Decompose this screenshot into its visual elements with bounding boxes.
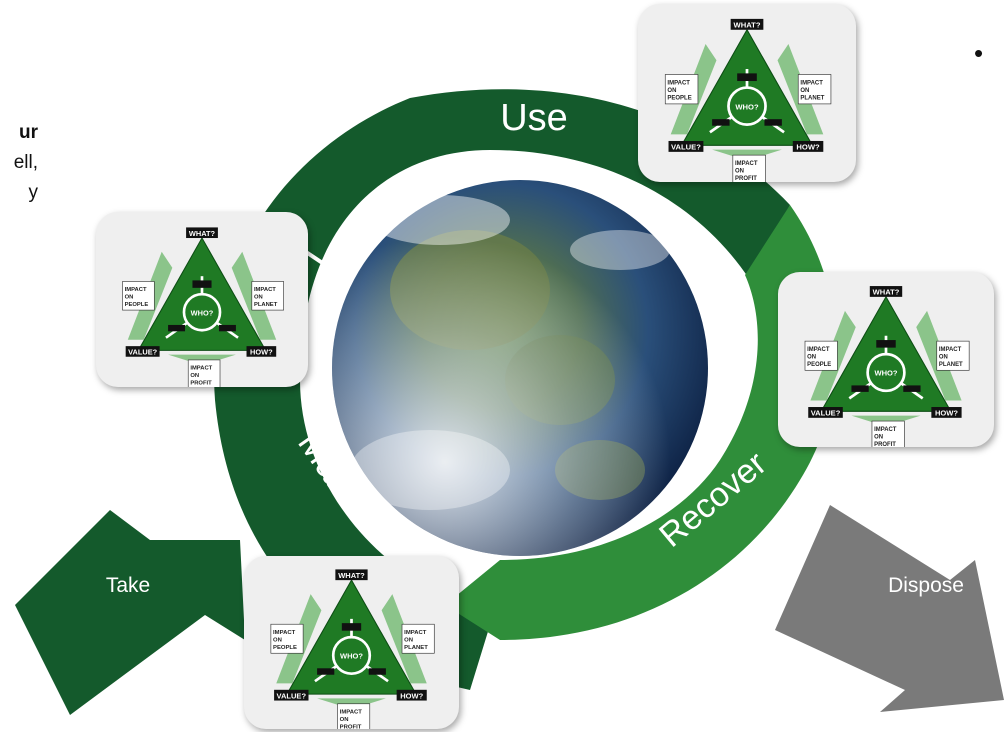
- impact-planet-line: ON: [939, 354, 948, 360]
- what-label: WHAT?: [734, 21, 761, 30]
- impact-planet-line: ON: [254, 294, 263, 300]
- triangle-model-graphic: WHAT?WHO?VALUE?HOW?IMPACTONPEOPLEIMPACTO…: [122, 227, 284, 387]
- impact-planet-line: ON: [800, 88, 809, 94]
- impact-profit-line: ON: [735, 169, 744, 175]
- impact-people-line: PEOPLE: [807, 362, 831, 368]
- impact-people-box: [664, 74, 699, 105]
- impact-planet-line: IMPACT: [254, 287, 276, 293]
- recover-arc: [445, 205, 837, 640]
- who-label: WHO?: [191, 308, 214, 317]
- impact-planet-line: IMPACT: [404, 630, 427, 636]
- impact-profit-line: IMPACT: [874, 427, 897, 433]
- impact-profit-line: ON: [340, 717, 349, 723]
- impact-profit-line: PROFIT: [874, 442, 896, 447]
- what-label: WHAT?: [338, 571, 365, 580]
- impact-planet-line: IMPACT: [939, 347, 962, 353]
- impact-profit-box: [871, 420, 905, 447]
- who-label: WHO?: [735, 102, 759, 111]
- impact-people-line: IMPACT: [667, 80, 690, 86]
- impact-planet-line: ON: [404, 637, 413, 643]
- value-label: VALUE?: [128, 348, 158, 357]
- left-text-line-1: ur: [19, 122, 38, 143]
- impact-planet-line: IMPACT: [800, 80, 823, 86]
- impact-planet-box: [936, 340, 970, 371]
- impact-people-box: [270, 623, 304, 654]
- stage-use-label: Use: [500, 97, 568, 139]
- impact-planet-line: PLANET: [939, 362, 963, 368]
- triangle-model-graphic: WHAT?WHO?VALUE?HOW?IMPACTONPEOPLEIMPACTO…: [804, 286, 970, 447]
- dispose-label: Dispose: [888, 574, 964, 597]
- who-circle: [182, 292, 222, 332]
- how-label: HOW?: [935, 409, 958, 418]
- right-bullet: •: [974, 38, 984, 68]
- impact-profit-line: IMPACT: [340, 709, 363, 715]
- what-label: WHAT?: [873, 288, 900, 297]
- who-label: WHO?: [340, 652, 363, 661]
- impact-planet-line: PLANET: [800, 96, 824, 102]
- left-partial-text: ur ell, y: [0, 118, 38, 208]
- impact-profit-line: IMPACT: [190, 365, 212, 371]
- who-label: WHO?: [874, 369, 897, 378]
- value-label: VALUE?: [277, 691, 307, 700]
- impact-profit-line: ON: [190, 373, 199, 379]
- impact-profit-line: PROFIT: [340, 725, 362, 730]
- impact-profit-box: [732, 154, 766, 182]
- what-label: WHAT?: [189, 229, 216, 238]
- impact-people-box: [122, 281, 155, 311]
- impact-planet-box: [251, 281, 284, 311]
- impact-planet-box: [797, 74, 832, 105]
- take-arrow: [15, 510, 245, 715]
- dispose-arrow: [775, 505, 1004, 712]
- impact-people-line: ON: [667, 88, 676, 94]
- left-text-line-3: y: [28, 182, 39, 203]
- impact-planet-line: PLANET: [404, 645, 428, 651]
- impact-profit-line: PROFIT: [735, 176, 757, 182]
- impact-people-line: ON: [273, 637, 282, 643]
- impact-people-box: [804, 340, 838, 371]
- value-label: VALUE?: [811, 409, 841, 418]
- impact-people-line: PEOPLE: [667, 96, 691, 102]
- impact-people-line: ON: [807, 354, 816, 360]
- impact-people-line: IMPACT: [273, 630, 296, 636]
- impact-people-line: IMPACT: [125, 287, 147, 293]
- how-label: HOW?: [250, 348, 273, 357]
- impact-planet-line: PLANET: [254, 302, 278, 308]
- use-make-arc: [214, 89, 790, 690]
- impact-people-line: PEOPLE: [273, 645, 297, 651]
- impact-planet-box: [401, 623, 435, 654]
- triangle-model-graphic: WHAT?WHO?VALUE?HOW?IMPACTONPEOPLEIMPACTO…: [270, 569, 435, 730]
- impact-profit-box: [337, 703, 371, 729]
- left-text-line-2: ell,: [13, 152, 38, 173]
- take-label: Take: [106, 574, 150, 597]
- impact-people-line: IMPACT: [807, 347, 830, 353]
- impact-profit-line: PROFIT: [190, 380, 212, 386]
- how-label: HOW?: [796, 143, 820, 152]
- impact-profit-line: ON: [874, 434, 883, 440]
- how-label: HOW?: [400, 691, 423, 700]
- value-label: VALUE?: [671, 143, 701, 152]
- impact-people-line: PEOPLE: [125, 302, 149, 308]
- impact-profit-box: [187, 359, 221, 387]
- who-circle: [866, 352, 906, 393]
- model-card-use: WHAT? WHO? VALUE? HOW? IMPACT ON PEOPLE IMPACT O…: [638, 4, 856, 182]
- triangle-model-graphic: WHAT? WHO? VALUE? HOW? IMPACT ON PEOPLE IMPACT O…: [664, 18, 832, 182]
- impact-profit-line: IMPACT: [735, 161, 758, 167]
- impact-people-line: ON: [125, 294, 134, 300]
